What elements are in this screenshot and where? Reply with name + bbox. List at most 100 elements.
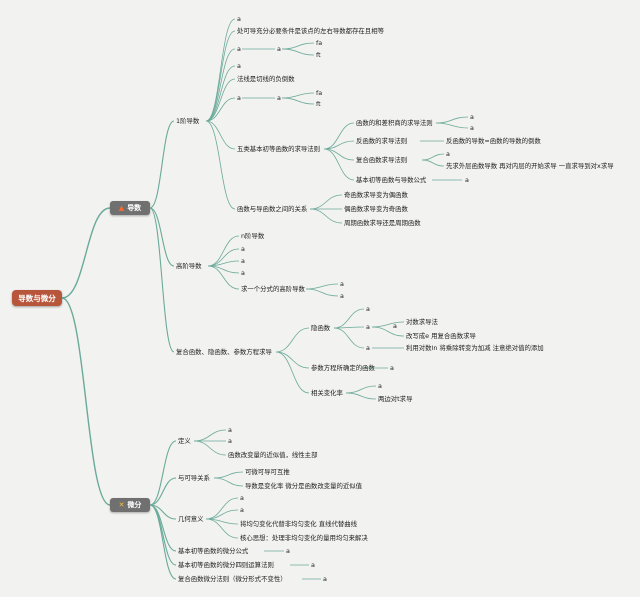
connector-56 <box>149 504 177 580</box>
fo-rel-odd: 奇函数求导变为偶函数 <box>344 191 408 199</box>
fo-rule-sum[interactable]: 函数的和差积商的求导法则 <box>356 119 433 127</box>
fo-relation[interactable]: 函数与导函数之间的关系 <box>237 205 308 213</box>
df-relation[interactable]: 与可导关系 <box>178 474 210 482</box>
connector-23 <box>435 116 469 124</box>
cp-imp-a2: a <box>366 323 370 331</box>
connector-1 <box>61 297 111 506</box>
fo-rule-composite[interactable]: 复合函数求导法则 <box>356 156 408 164</box>
fo-rule-basic[interactable]: 基本初等函数与导数公式 <box>356 176 427 184</box>
fo-ft2: ft <box>316 100 321 108</box>
cp-both-sides: 两边对t求导 <box>378 395 413 403</box>
connector-3 <box>149 207 175 267</box>
cp-use-log: 利用对数ln 将乘除转变为加减 注意绝对值的添加 <box>406 344 544 352</box>
root-node[interactable]: 导数与微分 <box>12 290 62 306</box>
fo-rel-even: 偶函数求导变为奇函数 <box>344 205 408 213</box>
ho-n-order: n阶导数 <box>241 232 265 240</box>
connector-41 <box>275 351 310 394</box>
connector-55 <box>149 504 177 566</box>
connector-0 <box>61 207 111 299</box>
df-arith-a: a <box>311 561 315 569</box>
df-rel-equiv: 可微可导可互推 <box>245 468 290 476</box>
connector-11 <box>205 120 236 150</box>
node-first-order[interactable]: 1阶导数 <box>176 117 200 125</box>
connector-31 <box>309 208 343 224</box>
fo-a2: a <box>237 45 241 53</box>
ho-fraction[interactable]: 求一个分式的高阶导数 <box>241 285 305 293</box>
df-composite-rule[interactable]: 复合函数微分法则（微分形式不变性） <box>178 575 287 583</box>
node-composite[interactable]: 复合函数、隐函数、参数方程求导 <box>176 348 272 356</box>
cp-related-rate[interactable]: 相关变化率 <box>311 389 343 397</box>
connector-39 <box>275 327 310 353</box>
cp-rewrite: 改写成e 用复合函数求导 <box>406 332 476 340</box>
branch-derivative-label: 导数 <box>127 204 142 212</box>
df-basic-formula-a: a <box>286 547 290 555</box>
connector-57 <box>193 429 227 442</box>
branch-differential-label: 微分 <box>127 501 142 509</box>
connector-5 <box>205 18 236 122</box>
connector-14 <box>281 42 315 50</box>
connector-32 <box>207 235 240 267</box>
ho-a2: a <box>241 257 245 265</box>
connector-22 <box>323 148 355 181</box>
connector-49 <box>345 385 377 394</box>
connector-27 <box>421 159 445 167</box>
connector-45 <box>371 321 405 328</box>
connector-62 <box>205 497 239 520</box>
branch-derivative-node[interactable]: ▲ 导数 <box>110 201 150 215</box>
fire-icon: ▲ <box>118 203 125 212</box>
fo-rule-sum-a2: a <box>470 124 474 132</box>
connector-2 <box>149 120 175 209</box>
df-def-a1: a <box>228 426 232 434</box>
connector-42 <box>333 308 365 329</box>
connector-37 <box>305 283 339 290</box>
fo-a5: a <box>237 94 241 102</box>
node-higher-order[interactable]: 高阶导数 <box>176 262 202 270</box>
connector-17 <box>281 92 315 99</box>
df-basic-formula[interactable]: 基本初等函数的微分公式 <box>178 547 249 555</box>
fo-five-rules[interactable]: 五类基本初等函数的求导法则 <box>237 145 321 153</box>
connector-61 <box>213 477 244 487</box>
branch-differential-node[interactable]: ✕ 微分 <box>110 498 150 512</box>
connector-63 <box>205 509 239 520</box>
ho-a3: a <box>241 269 245 277</box>
df-arith[interactable]: 基本初等函数的微分四则运算法则 <box>178 561 274 569</box>
connector-20 <box>323 140 355 150</box>
connector-52 <box>149 477 177 506</box>
connector-18 <box>281 97 315 105</box>
df-geo-a1: a <box>240 494 244 502</box>
fo-normal: 法线是切线的负倒数 <box>237 75 295 83</box>
fo-rule-sum-a1: a <box>470 113 474 121</box>
fo-rule-inverse[interactable]: 反函数的求导法则 <box>356 137 408 145</box>
connector-4 <box>149 207 175 353</box>
fo-a4: a <box>237 62 241 70</box>
cp-implicit[interactable]: 隐函数 <box>311 324 331 332</box>
ho-frac-a1: a <box>340 280 344 288</box>
df-definition[interactable]: 定义 <box>178 437 191 445</box>
connector-46 <box>371 326 405 337</box>
df-geo-core: 核心思想：处理非均匀变化的量用均匀来解决 <box>240 534 368 542</box>
connector-40 <box>275 351 310 369</box>
df-def-approx: 函数改变量的近似值，线性主部 <box>228 451 318 459</box>
fo-rule-composite-a: a <box>446 150 450 158</box>
connector-26 <box>421 153 445 161</box>
fo-rel-period: 周期函数求导还是周期函数 <box>344 219 421 227</box>
connector-9 <box>205 78 236 122</box>
fo-differentiable: 处可导充分必要条件是该点的左右导数都存在且相等 <box>237 27 384 35</box>
fo-ft: ft <box>316 51 321 59</box>
connector-36 <box>207 265 240 290</box>
connector-38 <box>305 288 339 297</box>
connector-29 <box>309 194 343 210</box>
fo-a3: a <box>277 45 281 53</box>
ho-frac-a2: a <box>340 292 344 300</box>
df-rel-rate: 导数是变化率 微分是函数改变量的近似值 <box>245 482 363 490</box>
connector-10 <box>205 97 236 122</box>
connector-44 <box>333 327 365 349</box>
df-geometric[interactable]: 几何意义 <box>178 515 204 523</box>
cp-parametric[interactable]: 参数方程所确定的函数 <box>311 364 375 372</box>
fo-a1: a <box>237 15 241 23</box>
connector-6 <box>205 30 236 122</box>
fo-fa2: fa <box>316 89 323 97</box>
fo-rule-composite-desc: 先求外层函数导数 再对内层的开始求导 一直求导到对x求导 <box>446 162 614 170</box>
df-def-a2: a <box>228 437 232 445</box>
